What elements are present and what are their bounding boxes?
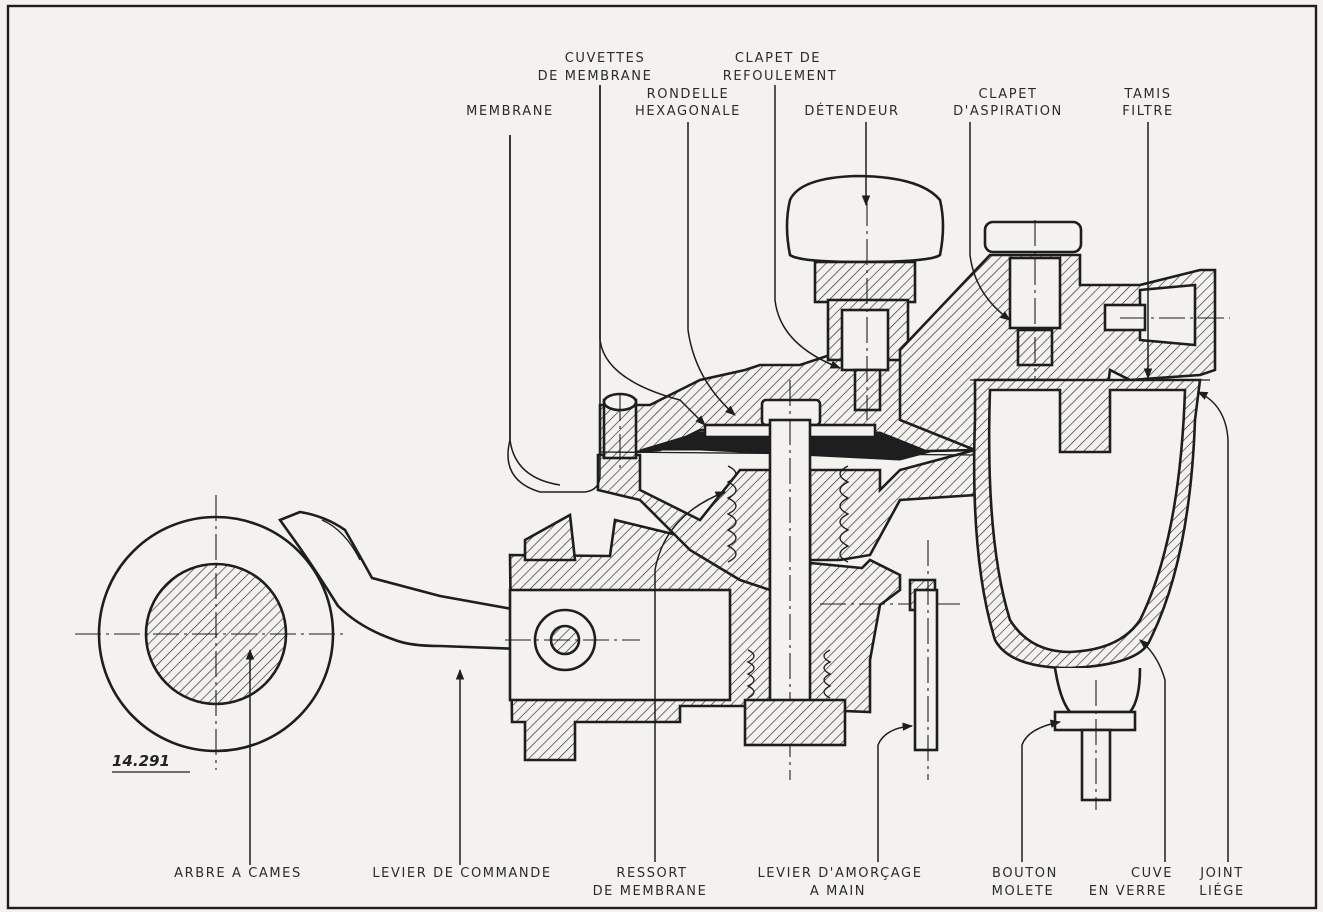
leader-rondelle [687, 122, 736, 416]
label-tamis-line1: TAMIS [1123, 87, 1171, 102]
label-levier-amorcage-line2: A MAIN [810, 884, 866, 899]
priming-lever [908, 540, 939, 780]
label-joint-line2: LIÉGE [1199, 883, 1245, 899]
label-clapet-aspiration-line2: D'ASPIRATION [953, 104, 1063, 119]
label-levier-commande: LEVIER DE COMMANDE [372, 866, 551, 881]
leader-cuve [1139, 639, 1166, 862]
leader-clapet-aspiration [969, 122, 1011, 321]
control-lever [277, 510, 550, 652]
leader-joint [1197, 391, 1229, 862]
label-tamis-line2: FILTRE [1122, 104, 1174, 119]
label-cuvettes-line1: CUVETTES [565, 51, 646, 66]
label-rondelle-line1: RONDELLE [647, 87, 730, 102]
label-clapet-aspiration-line1: CLAPET [978, 87, 1037, 102]
label-clapet-refoulement-line2: REFOULEMENT [723, 69, 838, 84]
rod-and-springs [726, 380, 960, 780]
diaphragm-spring [726, 465, 850, 563]
label-cuve-line1: CUVE [1131, 866, 1173, 881]
label-clapet-refoulement-line1: CLAPET DE [735, 51, 821, 66]
label-levier-amorcage-line1: LEVIER D'AMORÇAGE [757, 866, 922, 881]
label-detendeur: DÉTENDEUR [804, 103, 899, 119]
label-arbre-a-cames: ARBRE A CAMES [174, 866, 302, 881]
leader-cuvettes [507, 85, 601, 493]
label-ressort-line2: DE MEMBRANE [593, 884, 708, 899]
label-cuve-line2: EN VERRE [1089, 884, 1167, 899]
label-bouton-line1: BOUTON [992, 866, 1058, 881]
top-labels: CUVETTES DE MEMBRANE CLAPET DE REFOULEME… [466, 51, 1174, 119]
label-membrane: MEMBRANE [466, 104, 554, 119]
glass-bowl [970, 378, 1210, 810]
lower-spring [746, 649, 832, 699]
diaphragm-housing [596, 348, 978, 592]
label-joint-line1: JOINT [1199, 866, 1244, 881]
frame-border [6, 4, 1318, 910]
leader-membrane [509, 135, 561, 486]
label-cuvettes-line2: DE MEMBRANE [538, 69, 653, 84]
camshaft-assembly [75, 495, 345, 770]
leader-lines [245, 85, 1229, 865]
leader-clapet-refoulement [774, 85, 841, 369]
leader-levier-amorcage [877, 722, 914, 862]
regulator-assembly [785, 174, 945, 420]
label-rondelle-line2: HEXAGONALE [635, 104, 741, 119]
bottom-labels: ARBRE A CAMES LEVIER DE COMMANDE RESSORT… [174, 866, 1245, 899]
leader-bouton [1021, 719, 1062, 862]
leader-ressort [654, 491, 726, 862]
figure-reference: 14.291 [112, 752, 170, 770]
label-ressort-line1: RESSORT [616, 866, 687, 881]
label-bouton-line2: MOLETE [992, 884, 1055, 899]
